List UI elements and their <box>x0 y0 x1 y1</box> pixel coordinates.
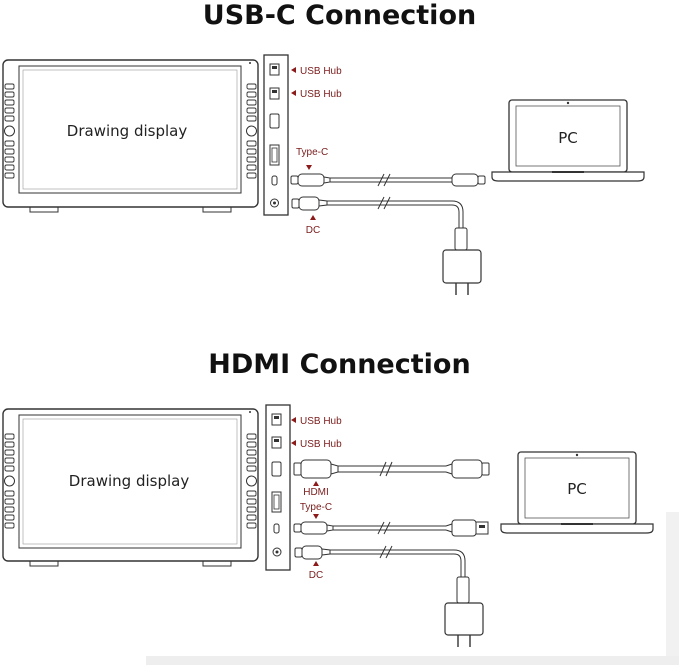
type-c-label: Type-C <box>296 147 328 170</box>
usbc-section: Drawing display USB Hub <box>2 54 645 295</box>
dc-label: DC <box>306 215 320 236</box>
drawing-display <box>2 408 259 567</box>
type-c-label: Type-C <box>300 502 332 519</box>
hdmi-section: Drawing display USB Hub USB Hu <box>2 404 654 647</box>
type-c-cable <box>290 173 486 187</box>
svg-text:USB Hub: USB Hub <box>300 416 342 427</box>
svg-text:HDMI: HDMI <box>303 487 329 498</box>
hdmi-section-title: HDMI Connection <box>208 349 471 380</box>
dc-cable <box>291 196 468 251</box>
usb-hub-label: USB Hub <box>291 439 342 450</box>
hdmi-label: HDMI <box>303 481 329 498</box>
svg-text:DC: DC <box>309 570 323 581</box>
usb-hub-label: USB Hub <box>291 66 342 77</box>
display-label: Drawing display <box>67 122 188 140</box>
drawing-display <box>2 59 259 213</box>
dc-label: DC <box>309 561 323 581</box>
laptop <box>500 451 654 534</box>
port-panel <box>265 404 291 571</box>
svg-text:USB Hub: USB Hub <box>300 439 342 450</box>
svg-text:USB Hub: USB Hub <box>300 89 342 100</box>
hdmi-cable <box>293 459 490 479</box>
pc-label: PC <box>558 129 578 147</box>
pc-label: PC <box>567 480 587 498</box>
background-shade <box>146 656 679 665</box>
dc-cable <box>294 545 470 604</box>
type-c-cable <box>293 519 489 537</box>
svg-text:USB Hub: USB Hub <box>300 66 342 77</box>
usb-hub-label: USB Hub <box>291 416 342 427</box>
port-panel <box>263 54 289 216</box>
power-adapter <box>444 602 484 647</box>
svg-text:DC: DC <box>306 225 320 236</box>
usb-hub-label: USB Hub <box>291 89 342 100</box>
svg-text:Type-C: Type-C <box>300 502 332 513</box>
svg-text:Type-C: Type-C <box>296 147 328 158</box>
display-label: Drawing display <box>69 472 190 490</box>
laptop <box>491 99 645 182</box>
usbc-section-title: USB-C Connection <box>202 0 477 31</box>
power-adapter <box>442 249 482 295</box>
background-shade <box>666 512 679 665</box>
